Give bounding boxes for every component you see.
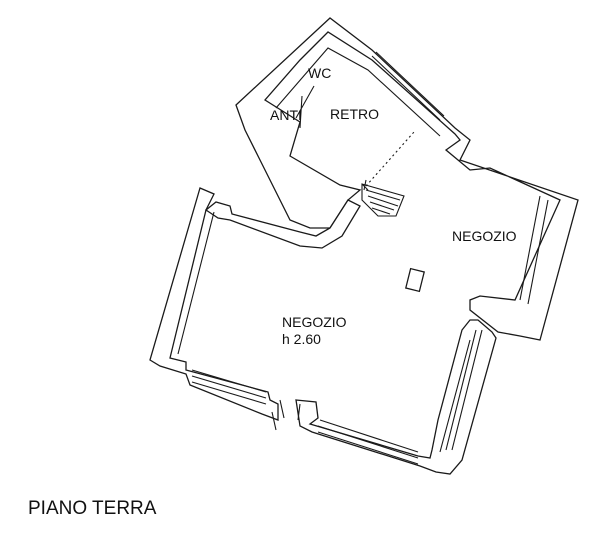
window-right (445, 329, 483, 451)
column (405, 267, 425, 293)
staircase (361, 131, 415, 217)
floor-title: PIANO TERRA (28, 498, 157, 519)
main-shop-inner-line (177, 211, 471, 453)
room-label-retro: RETRO (330, 106, 379, 122)
window-front (317, 425, 419, 465)
rear-inner-line (275, 47, 441, 137)
room-height-label: h 2.60 (282, 331, 321, 347)
main-shop-outer-wall (149, 187, 279, 421)
window-rear (371, 51, 549, 305)
room-label-negozio-right: NEGOZIO (452, 228, 517, 244)
room-label-wc: WC (308, 65, 331, 81)
window-left (191, 375, 267, 405)
main-shop-upper-wall (204, 199, 361, 249)
room-label-anti: ANTI (270, 107, 302, 123)
entrance-door (271, 399, 301, 431)
rear-wing-outer-wall (235, 17, 579, 341)
room-label-negozio-main: NEGOZIO (282, 314, 347, 330)
